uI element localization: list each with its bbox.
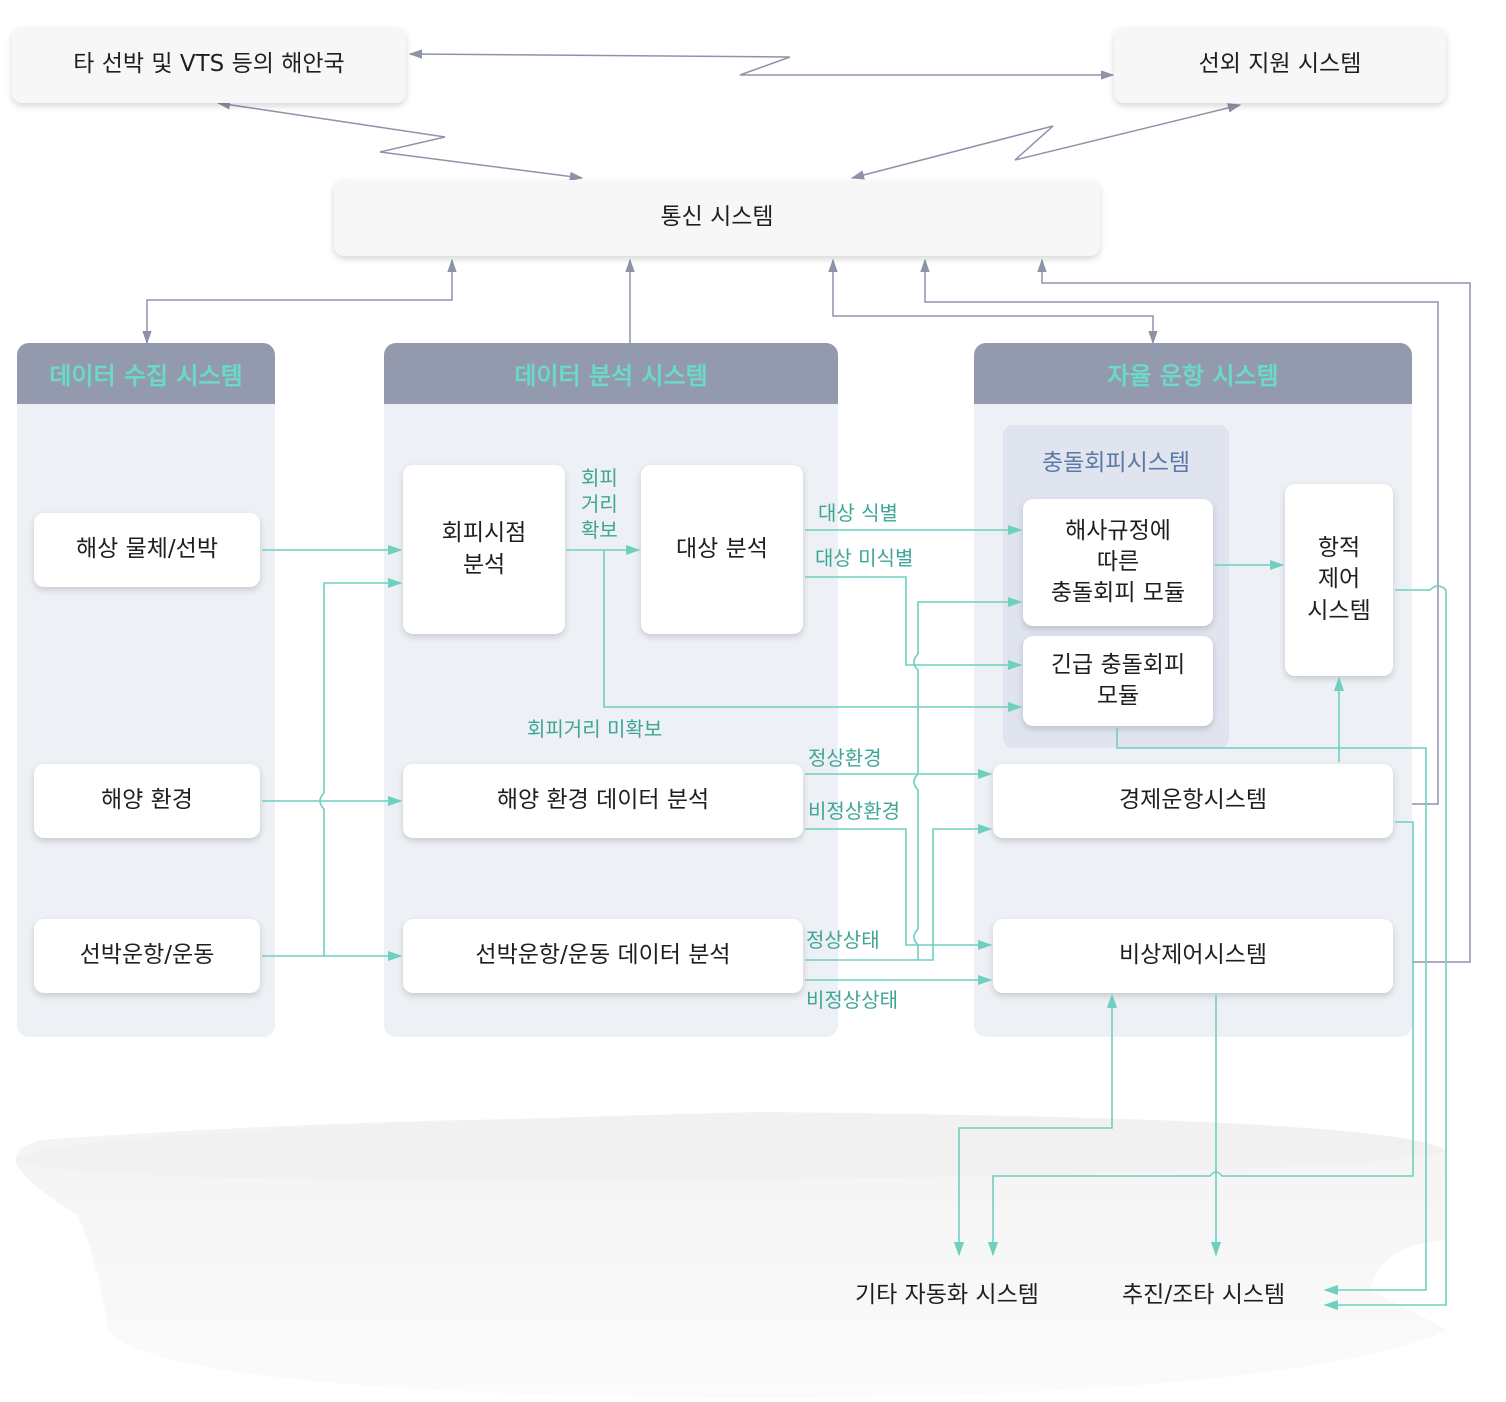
label-abnormal-state: 비정상상태 [806,988,898,1012]
motion-data-box: 선박운항/운동 데이터 분석 [403,919,803,993]
propulsion-text: 추진/조타 시스템 [1122,1282,1286,1308]
emergency-control-label: 비상제어시스템 [1118,942,1268,969]
label-normal-env: 정상환경 [808,746,882,770]
label-normal-state: 정상상태 [806,928,880,952]
collision-avoid-title: 충돌회피시스템 [1041,450,1191,476]
label-distance-not-ok: 회피거리 미확보 [527,717,663,741]
link-coast-comm [216,100,584,182]
label-abnormal-env: 비정상환경 [808,799,900,823]
track-control-box: 항적 제어 시스템 [1285,484,1393,676]
label-distance-ok: 회피 거리 확보 [581,466,618,542]
emergency-module-box: 긴급 충돌회피 모듈 [1023,636,1213,726]
colreg-module-label: 해사규정에 따른 충돌회피 모듈 [1050,517,1186,607]
autonomous-header: 자율 운항 시스템 [974,343,1412,404]
target-analysis-box: 대상 분석 [641,465,803,634]
ship-motion-box: 선박운항/운동 [34,919,260,993]
avoid-timing-label: 회피시점 분석 [441,520,527,578]
avoid-timing-box: 회피시점 분석 [403,465,565,634]
economic-box: 경제운항시스템 [993,764,1393,838]
target-analysis-label: 대상 분석 [676,535,768,562]
label-target-unidentified: 대상 미식별 [815,546,914,570]
env-data-box: 해양 환경 데이터 분석 [403,764,803,838]
analysis-header: 데이터 분석 시스템 [384,343,838,404]
link-comm-collection [142,258,457,345]
onshore-support-box: 선외 지원 시스템 [1114,27,1446,103]
collection-header: 데이터 수집 시스템 [17,343,275,404]
link-onshore-comm [850,103,1242,180]
coast-guard-label: 타 선박 및 VTS 등의 해안국 [73,51,345,78]
communication-box: 통신 시스템 [334,180,1100,256]
communication-label: 통신 시스템 [660,204,774,231]
link-coast-onshore [408,49,1115,80]
marine-object-label: 해상 물체/선박 [75,536,219,563]
coast-guard-box: 타 선박 및 VTS 등의 해안국 [12,27,406,103]
ship-motion-label: 선박운항/운동 [79,942,215,969]
label-target-identified: 대상 식별 [818,501,898,525]
emergency-control-box: 비상제어시스템 [993,919,1393,993]
economic-label: 경제운항시스템 [1118,787,1268,814]
env-data-label: 해양 환경 데이터 분석 [496,787,710,814]
colreg-module-box: 해사규정에 따른 충돌회피 모듈 [1023,499,1213,626]
emergency-module-label: 긴급 충돌회피 모듈 [1050,651,1186,709]
onshore-support-label: 선외 지원 시스템 [1198,51,1362,78]
marine-object-box: 해상 물체/선박 [34,513,260,587]
track-control-label: 항적 제어 시스템 [1307,535,1371,624]
other-automation-text: 기타 자동화 시스템 [855,1282,1039,1308]
marine-env-box: 해양 환경 [34,764,260,838]
motion-data-label: 선박운항/운동 데이터 분석 [475,942,731,969]
marine-env-label: 해양 환경 [101,787,193,814]
